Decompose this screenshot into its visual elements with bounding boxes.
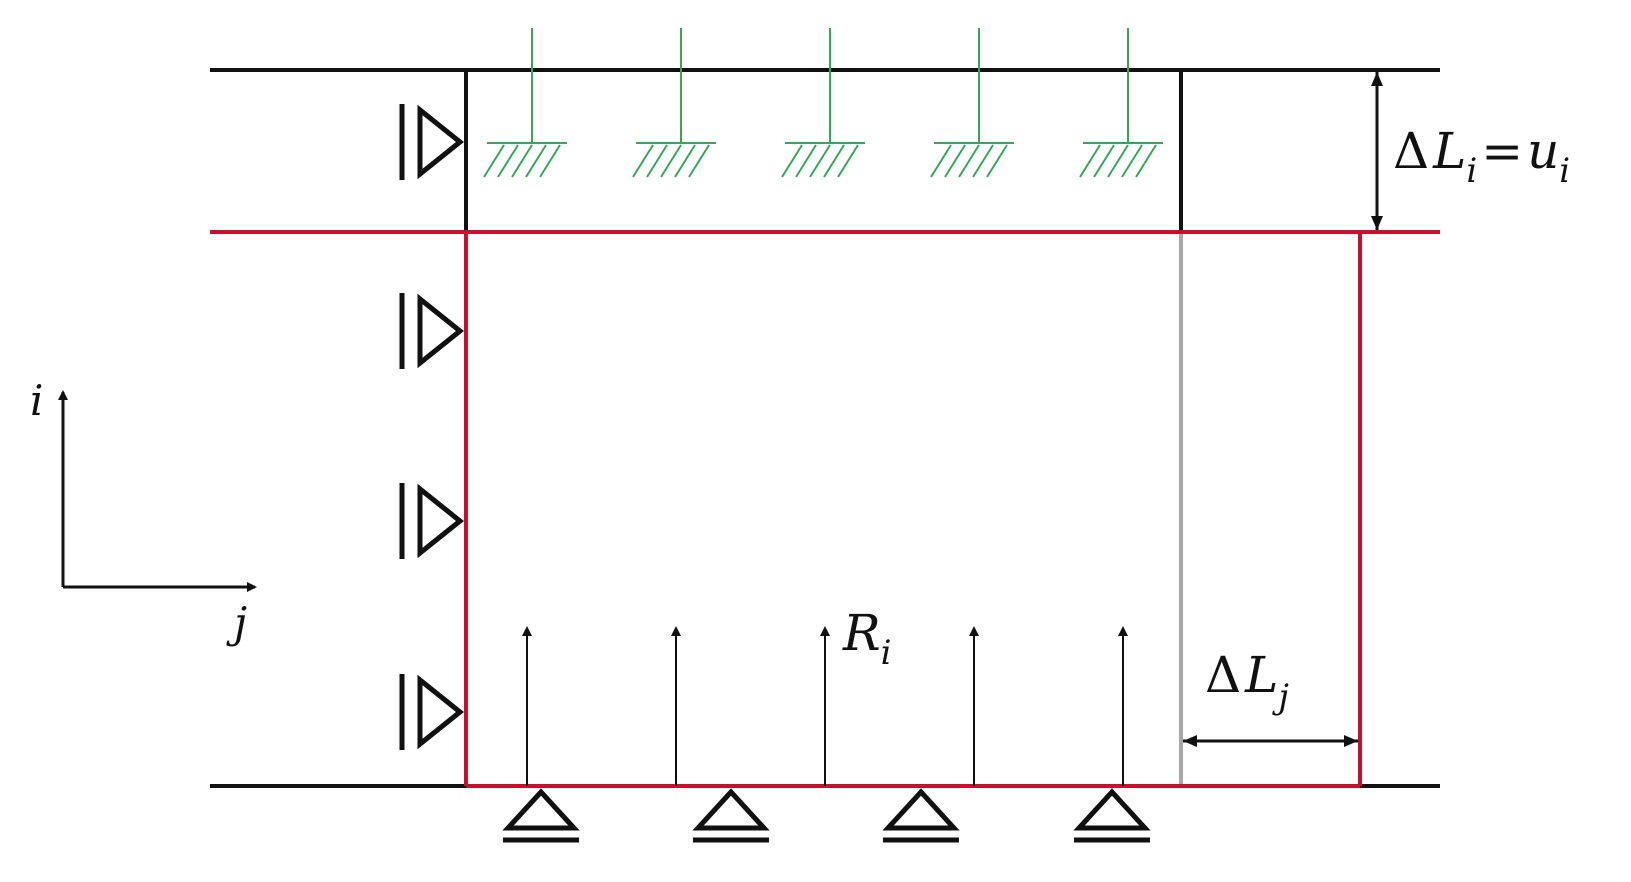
top-fixed-anchors xyxy=(483,28,1163,178)
delta-li-dimension: ΔLi=ui xyxy=(1371,72,1570,230)
fixed-anchor-icon xyxy=(930,28,1014,178)
axis-i-label: i xyxy=(30,376,43,425)
roller-support-icon xyxy=(399,293,465,369)
fixed-anchor-icon xyxy=(632,28,716,178)
original-element xyxy=(210,68,1440,788)
fixed-anchor-icon xyxy=(483,28,567,178)
roller-support-icon xyxy=(399,483,465,559)
reaction-label: Ri xyxy=(842,604,892,673)
pin-support-icon xyxy=(1073,788,1151,843)
delta-li-label: ΔLi=ui xyxy=(1393,122,1570,191)
deformed-element xyxy=(210,230,1440,788)
delta-lj-label: ΔLj xyxy=(1205,646,1289,717)
roller-support-icon xyxy=(399,104,465,180)
pin-support-icon xyxy=(882,788,960,843)
reaction-arrows xyxy=(522,626,1128,786)
pin-support-icon xyxy=(692,788,770,843)
coordinate-axes: i j xyxy=(30,376,257,647)
bottom-pin-supports xyxy=(502,788,1151,843)
left-roller-supports xyxy=(399,104,465,750)
delta-lj-dimension: ΔLj xyxy=(1183,646,1358,747)
fixed-anchor-icon xyxy=(1079,28,1163,178)
roller-support-icon xyxy=(399,674,465,750)
pin-support-icon xyxy=(502,788,580,843)
fixed-anchor-icon xyxy=(781,28,865,178)
axis-j-label: j xyxy=(226,598,247,647)
